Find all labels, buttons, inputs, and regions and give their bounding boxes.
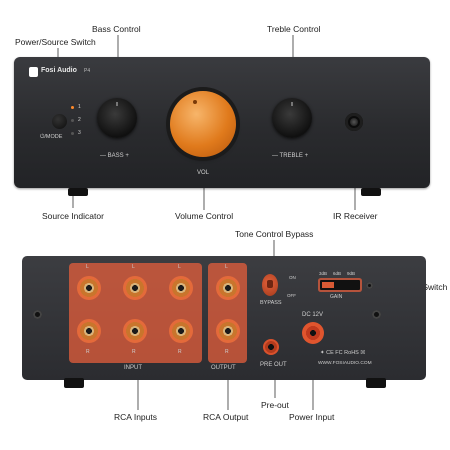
bypass-label: BYPASS [260, 300, 282, 306]
treble-label: — TREBLE + [272, 153, 309, 159]
pre-out-jack[interactable] [263, 339, 279, 355]
gain-option-3db: 3dB [319, 271, 328, 276]
callout-bass-control: Bass Control [92, 24, 141, 34]
indicator-number-3: 3 [78, 130, 81, 136]
rca-input3-left-jack[interactable] [169, 276, 193, 300]
dc-label: DC 12V [302, 312, 324, 318]
callout-power-source-switch: Power/Source Switch [15, 37, 96, 47]
gain-label: GAIN [330, 294, 343, 300]
bypass-toggle-lever [267, 280, 273, 288]
back-panel: L L L L R R R R INPUT OUTPUT ON OFF BYPA… [22, 256, 426, 388]
output-label: OUTPUT [211, 365, 236, 371]
input2-l-label: L [132, 264, 135, 270]
brand-name: Fosi Audio [41, 67, 77, 74]
bass-label: — BASS + [100, 153, 129, 159]
volume-knob-marker [193, 100, 197, 104]
input1-l-label: L [86, 264, 89, 270]
bass-knob[interactable] [97, 98, 137, 138]
input-label: INPUT [124, 365, 142, 371]
front-panel: Fosi Audio P4 ⏻/MODE 1 2 3 — BASS + VOL … [14, 57, 430, 196]
mode-label: ⏻/MODE [40, 134, 63, 140]
rca-input2-left-jack[interactable] [123, 276, 147, 300]
callout-power-input: Power Input [289, 412, 335, 422]
callout-source-indicator: Source Indicator [42, 211, 104, 221]
input1-r-label: R [86, 349, 90, 355]
gain-option-6db: 6dB [333, 271, 342, 276]
screw-right-icon [372, 310, 381, 319]
output-r-label: R [225, 349, 229, 355]
rca-output-left-jack[interactable] [216, 276, 240, 300]
rca-input1-left-jack[interactable] [77, 276, 101, 300]
rca-input3-right-jack[interactable] [169, 319, 193, 343]
pre-out-label: PRE OUT [260, 362, 287, 368]
gain-switch[interactable] [320, 280, 360, 290]
callout-tone-control-bypass: Tone Control Bypass [235, 229, 314, 239]
cert-marks: ✦ CE FC RoHS ☒ [320, 350, 366, 356]
ir-receiver-window [345, 113, 363, 131]
rca-output-right-jack[interactable] [216, 319, 240, 343]
input2-r-label: R [132, 349, 136, 355]
indicator-number-1: 1 [78, 104, 81, 110]
callout-treble-control: Treble Control [267, 24, 321, 34]
bypass-on-label: ON [289, 275, 296, 280]
front-foot-right [361, 188, 381, 196]
volume-knob[interactable] [170, 91, 236, 157]
tone-bypass-switch[interactable] [262, 274, 278, 296]
rca-input2-right-jack[interactable] [123, 319, 147, 343]
gain-screw-icon [366, 282, 373, 289]
input3-r-label: R [178, 349, 182, 355]
callout-rca-inputs: RCA Inputs [114, 412, 157, 422]
brand-logo-icon [29, 67, 38, 77]
treble-knob-marker [291, 102, 293, 106]
bypass-off-label: OFF [287, 293, 296, 298]
callout-volume-control: Volume Control [175, 211, 234, 221]
callout-rca-output: RCA Output [203, 412, 249, 422]
callout-ir-receiver: IR Receiver [333, 211, 378, 221]
source-led-1 [71, 106, 74, 109]
rca-input1-right-jack[interactable] [77, 319, 101, 343]
source-led-3 [71, 132, 74, 135]
back-foot-right [366, 378, 386, 388]
source-led-2 [71, 119, 74, 122]
screw-left-icon [33, 310, 42, 319]
output-l-label: L [225, 264, 228, 270]
model-name: P4 [84, 68, 91, 74]
front-foot-left [68, 188, 88, 196]
callout-pre-out: Pre-out [261, 400, 289, 410]
website-label: WWW.FOSIAUDIO.COM [318, 361, 372, 366]
indicator-number-2: 2 [78, 117, 81, 123]
vol-label: VOL [197, 170, 210, 176]
gain-switch-slider [322, 282, 334, 288]
input3-l-label: L [178, 264, 181, 270]
bass-knob-marker [116, 102, 118, 106]
back-foot-left [64, 378, 84, 388]
ir-sensor-icon [350, 118, 358, 126]
treble-knob[interactable] [272, 98, 312, 138]
power-input-jack[interactable] [302, 322, 324, 344]
gain-option-9db: 9dB [347, 271, 356, 276]
power-mode-button[interactable] [52, 114, 67, 129]
